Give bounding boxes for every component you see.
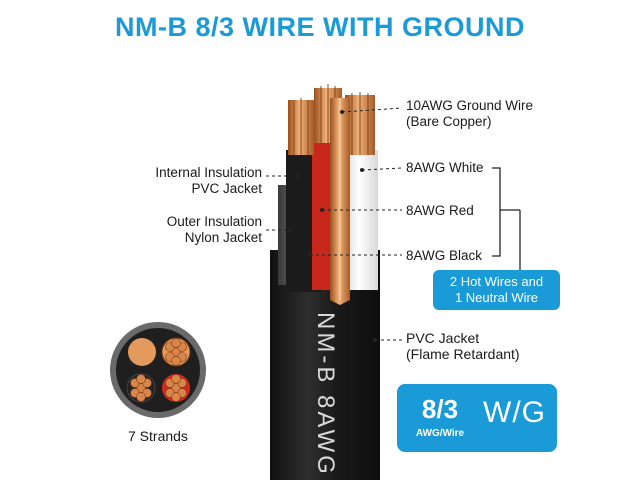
internal-insulation-label: Internal Insulation PVC Jacket — [155, 165, 262, 196]
leader-dots — [288, 110, 377, 342]
outer-pvc-jacket — [270, 250, 380, 480]
spec-number: 8/3 — [421, 394, 459, 424]
cable-print-text: NM-B 8AWG — [312, 312, 339, 477]
spec-wg: W/G — [483, 396, 546, 429]
hot-neutral-badge: 2 Hot Wires and 1 Neutral Wire — [433, 270, 560, 310]
outer-insulation-label: Outer Insulation Nylon Jacket — [166, 214, 262, 245]
bracket — [492, 167, 521, 270]
strands-cross-section — [110, 322, 206, 418]
spec-unit: AWG/Wire — [415, 428, 465, 439]
red-wire-label: 8AWG Red — [406, 203, 474, 218]
leader-lines — [266, 107, 403, 341]
spec-badge: 8/3 AWG/Wire W/G — [397, 384, 557, 452]
white-wire-label: 8AWG White — [406, 160, 484, 175]
page-title: NM-B 8/3 WIRE WITH GROUND — [115, 12, 525, 42]
black-wire-label: 8AWG Black — [406, 248, 483, 263]
strands-label: 7 Strands — [128, 428, 188, 444]
copper-strands-black — [288, 98, 314, 155]
ground-wire-label: 10AWG Ground Wire (Bare Copper) — [406, 98, 534, 129]
pvc-jacket-label: PVC Jacket (Flame Retardant) — [406, 330, 520, 362]
